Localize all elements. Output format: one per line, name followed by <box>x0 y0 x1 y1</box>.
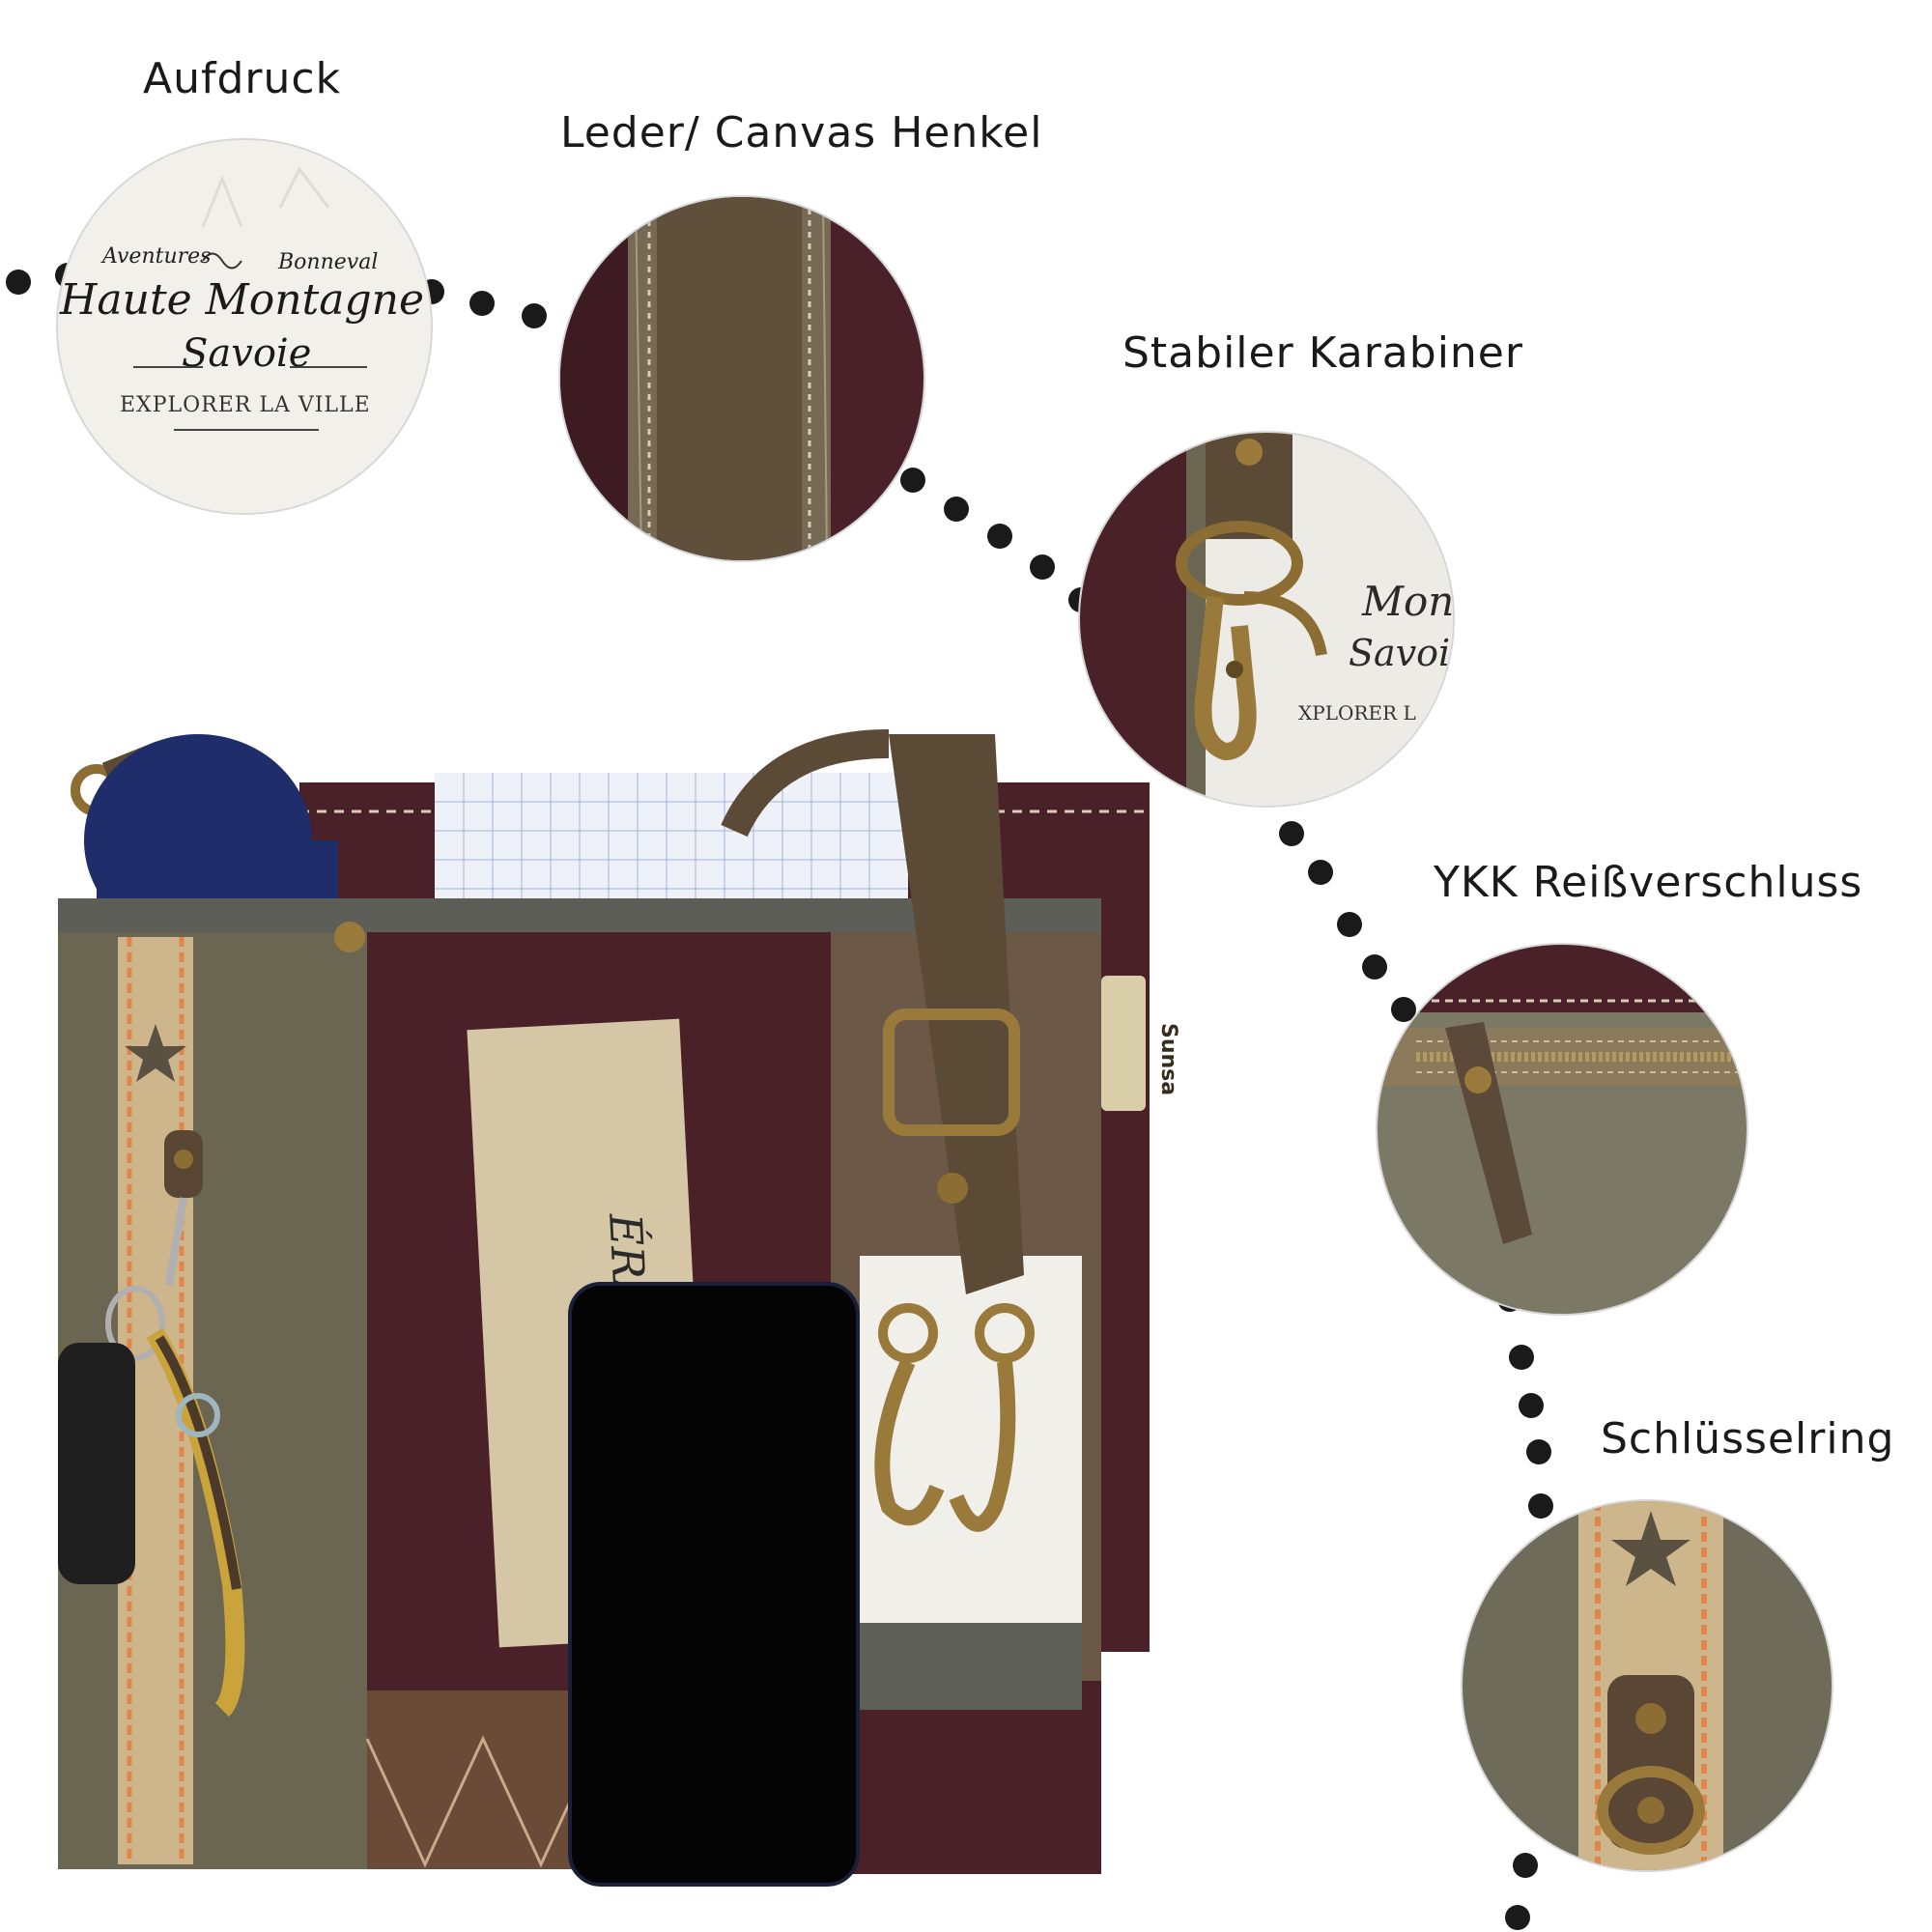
label-carabiner: Stabiler Karabiner <box>1122 328 1523 378</box>
label-handle: Leder/ Canvas Henkel <box>560 108 1043 157</box>
print-line4: EXPLORER LA VILLE <box>120 393 371 417</box>
detail-zipper-circle <box>1376 943 1748 1316</box>
detail-carabiner-circle: Mont Savoie XPLORER L <box>1078 431 1455 808</box>
print-line2: Haute Montagne <box>60 275 424 325</box>
detail-keyring-circle <box>1461 1499 1833 1872</box>
print-line1-left: Aventures <box>102 244 212 269</box>
brand-tag: Sunsa <box>1156 1023 1180 1096</box>
print-line3: Savoie <box>182 331 312 376</box>
label-keyring: Schlüsselring <box>1601 1414 1895 1463</box>
smartphone <box>568 1282 860 1887</box>
label-print: Aufdruck <box>143 54 342 103</box>
detail-handle-circle <box>558 195 925 562</box>
carabiner-text3: XPLORER L <box>1298 701 1416 724</box>
bag-photo: Sunsa ÉRAN <box>39 715 1180 1932</box>
print-line1-right: Bonneval <box>278 250 379 274</box>
label-zipper: YKK Reißverschluss <box>1434 858 1863 907</box>
carabiner-text2: Savoie <box>1349 632 1453 674</box>
detail-print-circle: Aventures Bonneval Haute Montagne Savoie… <box>56 138 433 515</box>
carabiner-text1: Mont <box>1362 578 1455 625</box>
